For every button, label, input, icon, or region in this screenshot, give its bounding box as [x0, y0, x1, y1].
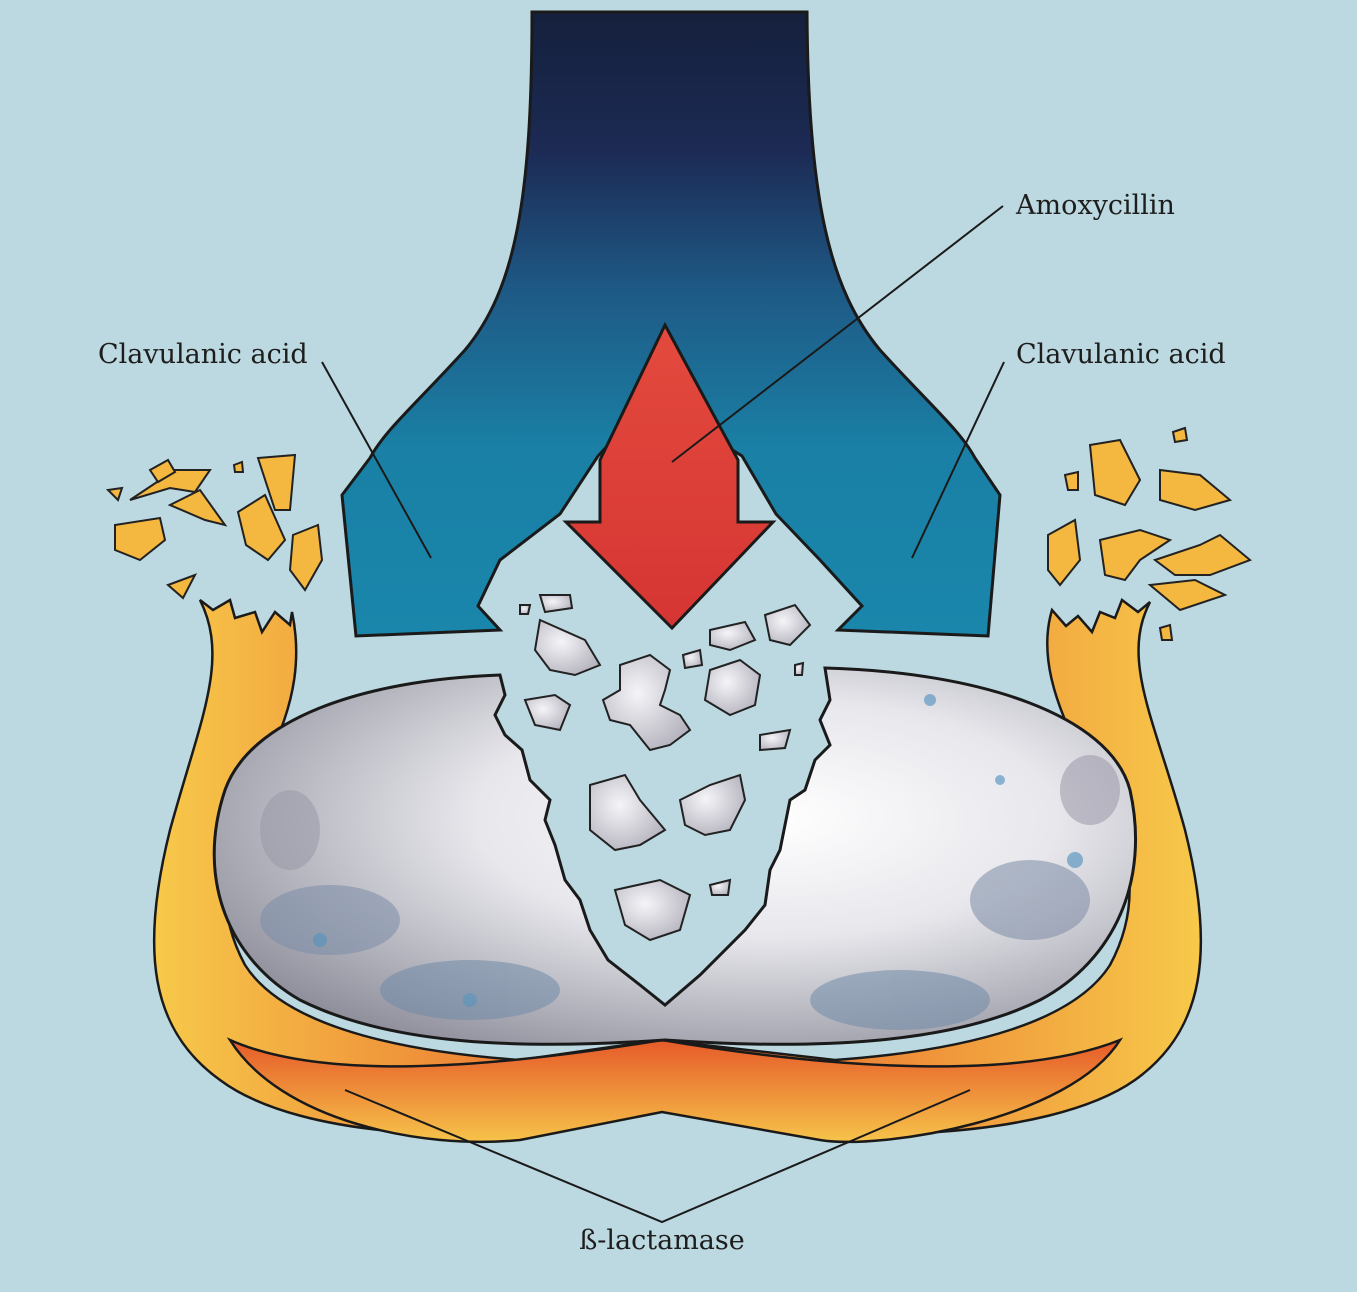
clavulanic-acid-label-right: Clavulanic acid [1016, 339, 1226, 370]
beta-lactamase-label: ß-lactamase [579, 1225, 745, 1256]
beta-lactamase-fragments-right [1048, 428, 1250, 640]
amoxycillin-label: Amoxycillin [1015, 190, 1175, 221]
clavulanic-acid-label-left: Clavulanic acid [98, 339, 308, 370]
beta-lactamase-fragments-left [108, 455, 322, 598]
